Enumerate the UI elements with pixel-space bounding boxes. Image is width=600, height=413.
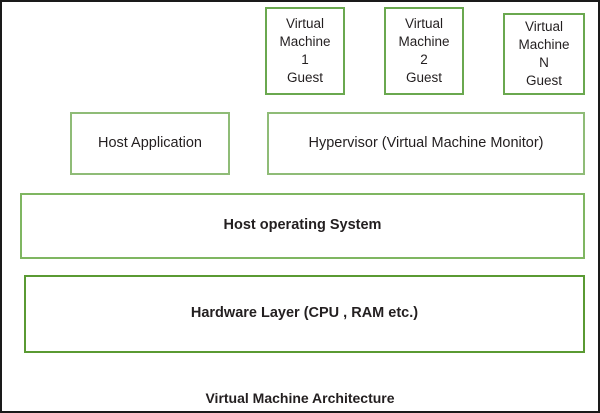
vm-2-line-1: Virtual [404, 16, 444, 32]
vm-1-line-1: Virtual [285, 16, 325, 32]
vm-2-line-3: 2 [420, 52, 428, 67]
vm-2-line-2: Machine [398, 34, 450, 50]
vm-1-line-3: 1 [301, 52, 309, 67]
vm-1-line-2: Machine [279, 34, 331, 50]
vm-2-line-4: Guest [405, 69, 443, 85]
vm-1-line-4: Guest [286, 69, 324, 85]
vm-n-line-1: Virtual [524, 19, 564, 35]
host-application-label: Host Application [98, 134, 202, 151]
host-operating-system-box: Host operating System [20, 193, 585, 259]
host-operating-system-label: Host operating System [223, 217, 382, 234]
hypervisor-label: Hypervisor (Virtual Machine Monitor) [308, 134, 544, 151]
diagram-caption: Virtual Machine Architecture [205, 390, 395, 406]
virtual-machine-n-box: Virtual Machine N Guest [503, 13, 585, 95]
virtual-machine-2-box: Virtual Machine 2 Guest [384, 7, 464, 95]
vm-n-line-4: Guest [525, 72, 563, 88]
host-application-box: Host Application [70, 112, 230, 175]
hypervisor-box: Hypervisor (Virtual Machine Monitor) [267, 112, 585, 175]
vm-n-line-2: Machine [518, 37, 570, 53]
hardware-layer-box: Hardware Layer (CPU , RAM etc.) [24, 275, 585, 353]
vm-n-line-3: N [539, 55, 549, 70]
hardware-layer-label: Hardware Layer (CPU , RAM etc.) [190, 305, 419, 322]
virtual-machine-1-box: Virtual Machine 1 Guest [265, 7, 345, 95]
